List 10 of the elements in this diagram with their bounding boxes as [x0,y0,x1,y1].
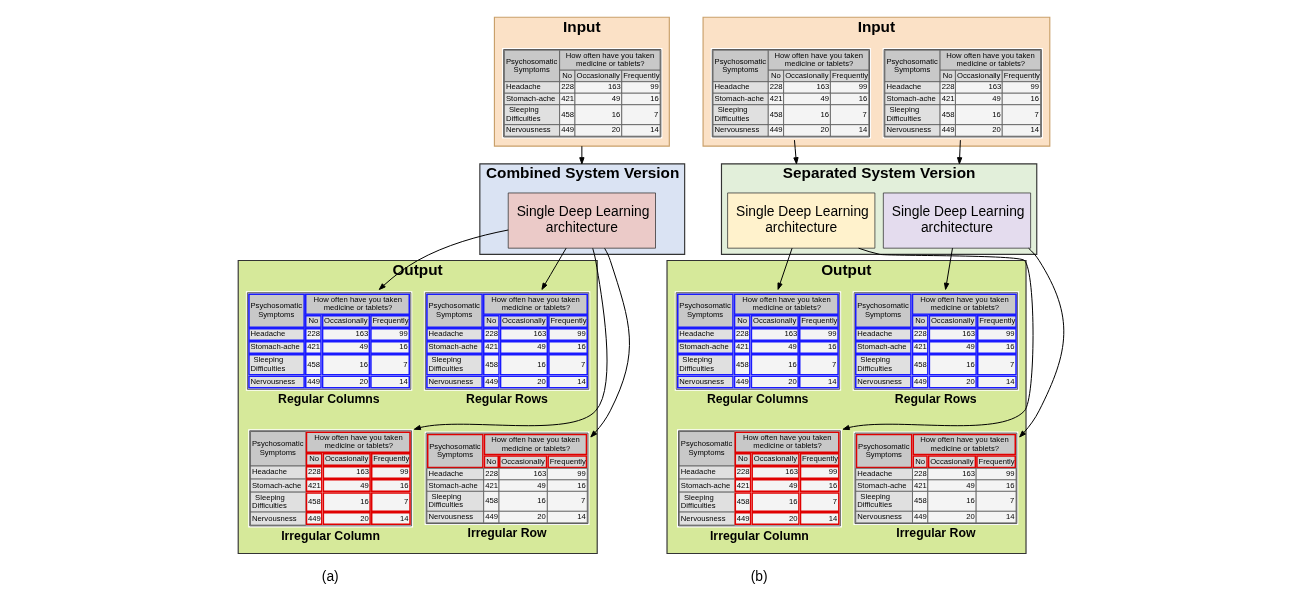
node-label: Irregular Row [467,526,547,541]
label: (b) [750,569,768,585]
label: (a) [321,569,339,585]
node-label: Irregular Column [709,528,809,543]
node-label: Irregular Column [281,528,380,543]
node-label: Irregular Row [896,526,976,541]
node-label: Regular Columns [278,391,380,406]
node-label: Regular Columns [706,391,809,406]
node-label: Regular Rows [466,391,548,406]
node-label: Regular Rows [894,391,977,406]
